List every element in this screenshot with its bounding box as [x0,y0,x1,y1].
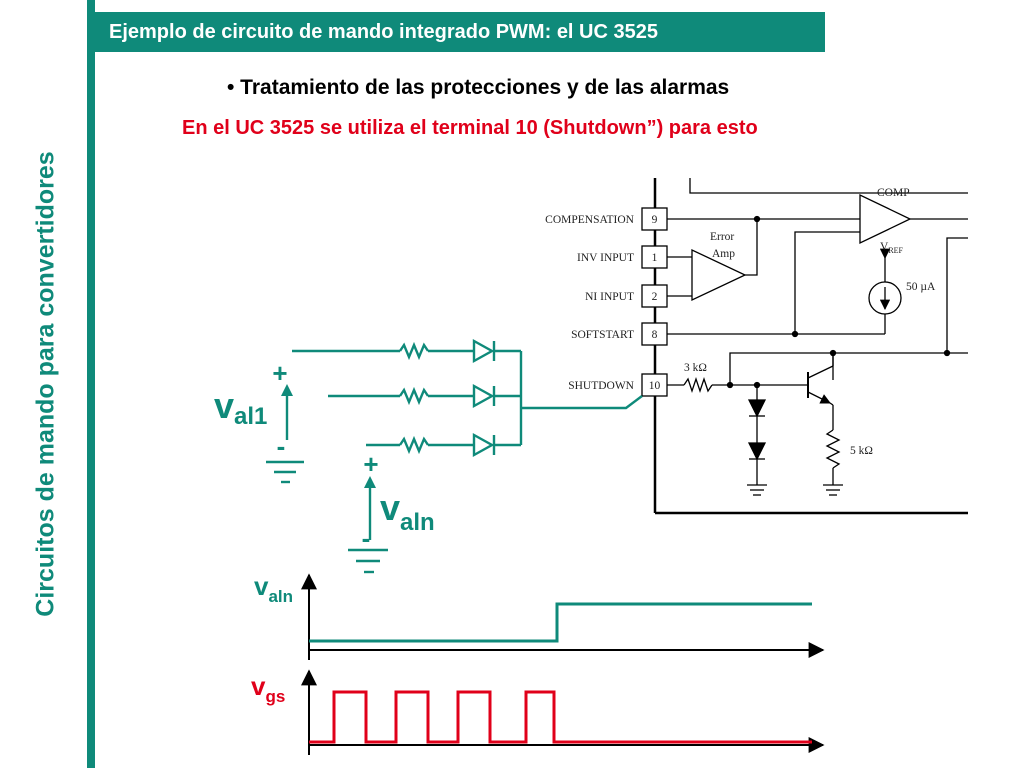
valn-waveform [309,602,812,643]
label-valn: valn [380,487,435,536]
resistor-branch-3 [399,435,429,455]
r1-label: 3 kΩ [684,362,707,374]
error-amp-triangle [691,248,747,302]
alarm-network [266,338,643,574]
resistor-3k [683,376,713,394]
pin-label-ni: NI INPUT [585,291,634,303]
comp-label: COMP [877,187,910,199]
diode-branch-1 [472,338,495,364]
error-amp-label-1: Error [710,231,734,243]
plus-sign-1: + [272,358,287,388]
pin-num-8: 8 [652,329,658,341]
comp-triangle [859,193,912,245]
r2-label: 5 kΩ [850,445,873,457]
label-val1: val1 [214,385,267,430]
pin-num-10: 10 [649,380,661,392]
waveform-label-vgs: vgs [251,671,285,706]
pin-num-1: 1 [652,252,658,264]
pin-label-shutdown: SHUTDOWN [568,380,634,392]
bullet-heading: • Tratamiento de las protecciones y de l… [227,76,730,99]
resistor-branch-1 [399,341,429,361]
diode-branch-2 [472,383,495,409]
zener-2 [747,442,767,461]
waveform-axes [301,573,825,755]
title-banner: Ejemplo de circuito de mando integrado P… [95,12,825,52]
waveform-label-valn: valn [254,571,293,606]
ic-block [641,178,968,515]
minus-sign-1: - [277,431,286,461]
diode-branch-3 [472,432,495,458]
current-source-label: 50 µA [906,281,936,293]
error-amp-label-2: Amp [712,248,735,260]
vref-label: VREF [880,241,904,255]
vgs-waveform [309,690,812,744]
ic-labels: COMPENSATION INV INPUT NI INPUT SOFTSTAR… [545,187,936,457]
pin-num-2: 2 [652,291,658,303]
pin-label-inv: INV INPUT [577,252,634,264]
pin-label-softstart: SOFTSTART [571,329,634,341]
resistor-5k [825,429,841,469]
zener-1 [747,399,767,418]
slide-title: Ejemplo de circuito de mando integrado P… [109,21,658,43]
pin-label-compensation: COMPENSATION [545,214,635,226]
pin-num-9: 9 [652,214,658,226]
sidebar-band [87,0,95,768]
subtitle-red: En el UC 3525 se utiliza el terminal 10 … [182,117,758,139]
minus-sign-n: - [362,523,371,553]
plus-sign-n: + [363,449,378,479]
resistor-branch-2 [399,386,429,406]
